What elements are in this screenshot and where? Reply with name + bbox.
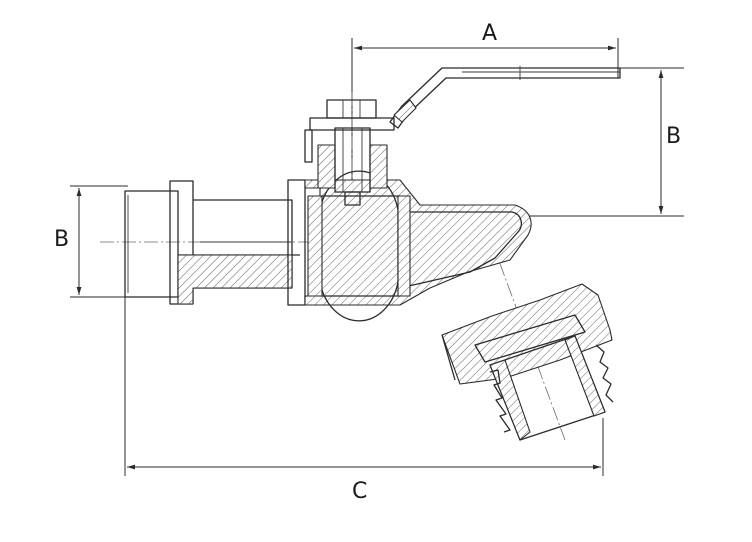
- inlet-thread-end: [124, 180, 300, 305]
- dimension-c: C: [124, 297, 604, 504]
- dimension-b-right-label: B: [666, 124, 681, 149]
- dimension-c-label: C: [352, 479, 367, 504]
- dimension-b-left-label: B: [54, 227, 69, 252]
- lever-handle: [389, 66, 621, 129]
- valve-ball: [307, 170, 411, 322]
- dimension-b-right: B: [520, 67, 684, 217]
- dimension-a-label: A: [482, 21, 497, 46]
- hose-tail: [489, 335, 614, 441]
- dimension-b-left: B: [54, 185, 128, 298]
- outlet-union-nut: [441, 283, 613, 385]
- dimension-a: A: [351, 21, 619, 200]
- valve-stem: [304, 99, 395, 193]
